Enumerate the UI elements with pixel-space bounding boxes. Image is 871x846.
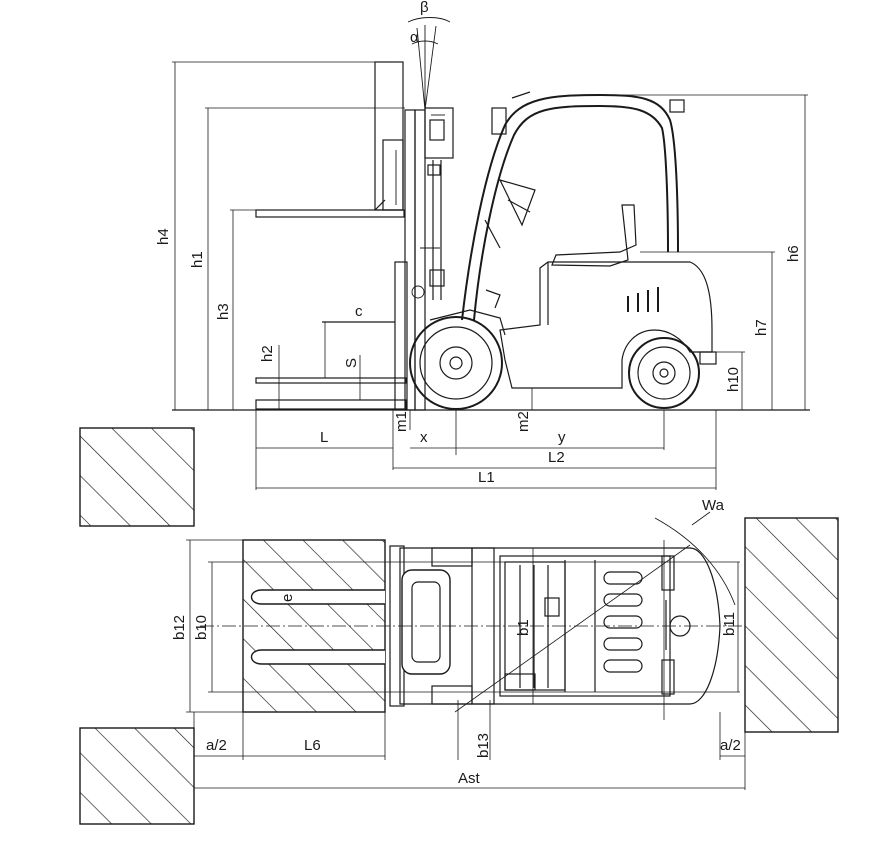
alpha-label: α — [410, 29, 419, 46]
tilt-angle-indicator — [407, 17, 451, 111]
m1-label: m1 — [393, 411, 410, 432]
overhead-guard — [461, 91, 685, 321]
raised-forks — [255, 199, 405, 218]
left-height-dimensions — [172, 61, 405, 410]
rear-wheel — [628, 337, 700, 409]
right-height-dimensions — [600, 94, 808, 410]
a2-right-label: a/2 — [720, 737, 741, 754]
b11-label: b11 — [721, 612, 738, 636]
a2-left-label: a/2 — [206, 737, 227, 754]
h3-label: h3 — [215, 303, 232, 320]
turning-arc — [654, 517, 736, 606]
aisle-wall-right — [744, 517, 839, 733]
operator-seat — [551, 204, 637, 267]
wa-label: Wa — [702, 497, 725, 514]
ast-label: Ast — [458, 770, 481, 787]
e-label: e — [279, 594, 296, 602]
c-label: c — [355, 303, 363, 320]
rear-axle-top — [661, 555, 691, 695]
b1-center-label: b1 — [515, 619, 532, 636]
battery-vent-slots — [603, 571, 643, 673]
s-label: S — [343, 358, 360, 368]
aisle-wall-top-left — [79, 427, 195, 527]
aisle-dimensions — [193, 700, 746, 790]
top-view: Wa b12 b10 e b1 b11 — [79, 427, 839, 825]
horizontal-dimensions — [255, 388, 717, 490]
h7-label: h7 — [753, 319, 770, 336]
lowered-forks — [255, 261, 408, 411]
raised-load-backrest — [374, 61, 404, 211]
beta-label: β — [420, 0, 429, 16]
L2-label: L2 — [548, 449, 565, 466]
mast — [404, 107, 454, 411]
b12-label: b12 — [171, 615, 188, 640]
L1-label: L1 — [478, 469, 495, 486]
b10-label: b10 — [193, 615, 210, 640]
x-label: x — [420, 429, 428, 446]
truck-body — [429, 261, 717, 389]
h2-label: h2 — [259, 345, 276, 362]
L6-label: L6 — [304, 737, 321, 754]
front-wheel — [409, 316, 503, 410]
h1-label: h1 — [189, 251, 206, 268]
h6-label: h6 — [785, 245, 802, 262]
m2-label: m2 — [515, 411, 532, 432]
turning-radius-line — [454, 544, 691, 713]
b13-label: b13 — [475, 733, 492, 758]
aisle-wall-bottom-left — [79, 727, 195, 825]
forks-top — [250, 589, 385, 665]
y-label: y — [558, 429, 566, 446]
width-dimensions — [186, 539, 740, 720]
h4-label: h4 — [155, 228, 172, 245]
L-label: L — [320, 429, 328, 446]
h10-label: h10 — [725, 367, 742, 392]
vent-slots — [627, 287, 659, 312]
side-view: α β h4 h1 h3 h2 c S h6 h7 — [155, 0, 810, 490]
